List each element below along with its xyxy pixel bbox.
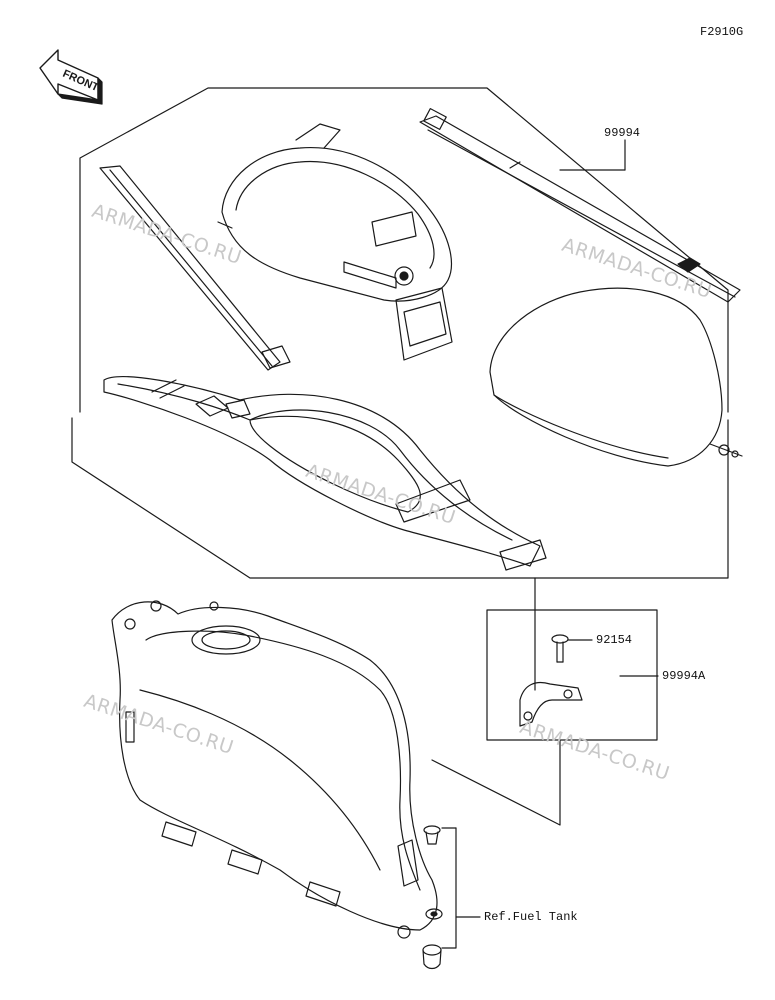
fuel-tank-reference-label[interactable]: Ref.Fuel Tank (484, 910, 578, 924)
bolt-part (551, 634, 569, 663)
bracket-callout-box (486, 609, 658, 741)
fuel-tank-part (111, 600, 438, 939)
kit-boundary-upper (79, 87, 729, 413)
figure-id: F2910G (700, 25, 744, 39)
bracket-part (519, 681, 583, 727)
leader-washers (441, 827, 457, 949)
tank-bag-part (217, 123, 453, 361)
strap-part (419, 107, 741, 303)
tank-bag-harness-part (99, 165, 547, 571)
grommet-top-part (423, 825, 441, 845)
front-arrow-icon (39, 49, 103, 105)
grommet-bottom-part (422, 944, 442, 970)
bolt-part-number[interactable]: 92154 (596, 633, 633, 647)
leader-bracket-down (431, 739, 561, 826)
grommet-middle-part (425, 908, 443, 920)
bracket-part-number[interactable]: 99994A (662, 669, 706, 683)
kit-boundary-lower (71, 417, 729, 579)
strap-part-number[interactable]: 99994 (604, 126, 641, 140)
rain-cover-part (489, 287, 743, 467)
